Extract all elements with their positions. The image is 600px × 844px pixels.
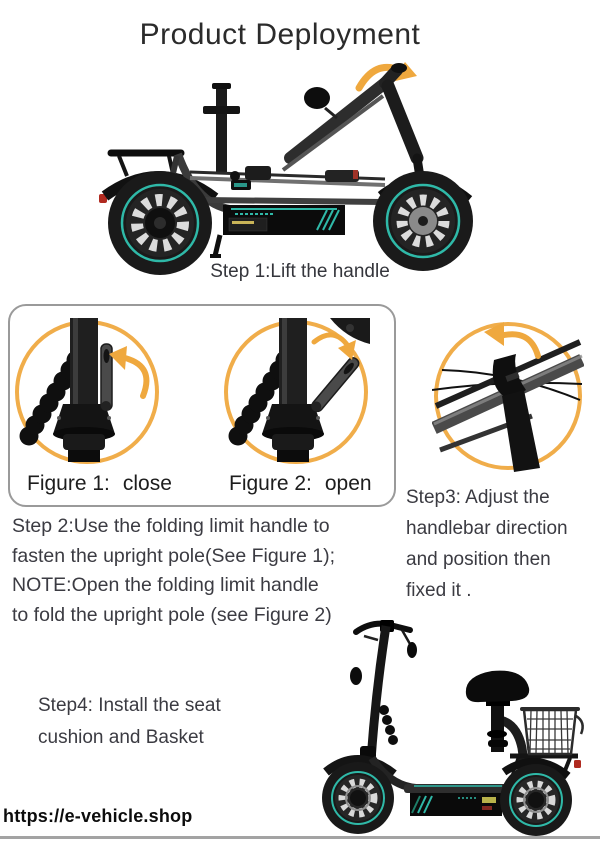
step2-line: Step 2:Use the folding limit handle to <box>12 515 330 537</box>
figure2-state: open <box>324 472 372 495</box>
stem-clamp <box>492 354 540 472</box>
figure1-caption: Figure 1: close <box>27 472 172 496</box>
taillight <box>99 194 107 203</box>
figure1-state: close <box>122 472 172 495</box>
footer-divider <box>0 836 600 839</box>
adjust-arrow-icon <box>484 322 541 359</box>
brake-disc <box>345 785 371 811</box>
seat <box>465 670 530 752</box>
deck-battery <box>404 784 508 816</box>
step4-line: cushion and Basket <box>38 727 204 748</box>
close-arrow-icon <box>109 346 150 399</box>
step2-line: fasten the upright pole(See Figure 1); <box>12 544 336 567</box>
rear-fender <box>501 757 571 780</box>
figure2-illustration <box>224 318 370 464</box>
step3-illustration <box>432 322 584 472</box>
mirror <box>407 642 417 658</box>
front-fender <box>323 755 397 778</box>
seat-post <box>491 700 504 752</box>
step3-line: fixed it . <box>406 580 472 601</box>
main-tube-highlight <box>281 94 385 172</box>
folding-limit-handle-open <box>311 357 360 413</box>
kickstand <box>212 234 223 257</box>
shop-url: https://e-vehicle.shop <box>3 806 193 826</box>
wheel <box>373 171 473 271</box>
wheel <box>500 764 572 836</box>
handlebar-fragment-detail <box>346 324 354 332</box>
stem <box>366 625 391 761</box>
step3-line: Step3: Adjust the <box>406 487 550 508</box>
step2-text: Step 2:Use the folding limit handle to f… <box>12 512 402 630</box>
upright-pole <box>262 318 324 462</box>
reflector <box>574 760 581 768</box>
folding-limit-handle-closed <box>100 343 113 411</box>
step3-line: and position then <box>406 549 551 570</box>
battery-deck <box>202 197 388 258</box>
step2-line: NOTE:Open the folding limit handle <box>12 574 319 596</box>
assembled-scooter-illustration <box>322 620 584 836</box>
step2-line: to fold the upright pole (see Figure 2) <box>12 603 332 626</box>
rear-rack <box>99 149 185 203</box>
folded-steering-pole <box>189 166 386 190</box>
figure1-label: Figure 1: <box>27 472 110 495</box>
mirror <box>304 87 338 120</box>
step4-text: Step4: Install the seat cushion and Bask… <box>38 690 298 754</box>
figure2-label: Figure 2: <box>229 472 312 495</box>
figure1-illustration <box>15 318 159 464</box>
open-arrow-icon <box>311 332 356 360</box>
wheel <box>322 762 394 834</box>
step1-caption: Step 1:Lift the handle <box>210 261 390 282</box>
step3-text: Step3: Adjust the handlebar direction an… <box>406 482 596 606</box>
upright-pole <box>53 318 115 462</box>
step4-line: Step4: Install the seat <box>38 695 221 716</box>
folded-stem <box>203 83 240 173</box>
spiral-cable <box>379 705 398 745</box>
main-tube <box>284 77 391 164</box>
page-title: Product Deployment <box>139 18 421 51</box>
brake-disc <box>523 787 549 813</box>
folded-scooter-illustration <box>99 62 473 275</box>
step3-line: handlebar direction <box>406 518 568 539</box>
wheel <box>108 171 212 275</box>
head-tube <box>379 63 427 195</box>
headlight <box>350 667 362 685</box>
figure2-caption: Figure 2: open <box>229 472 372 496</box>
